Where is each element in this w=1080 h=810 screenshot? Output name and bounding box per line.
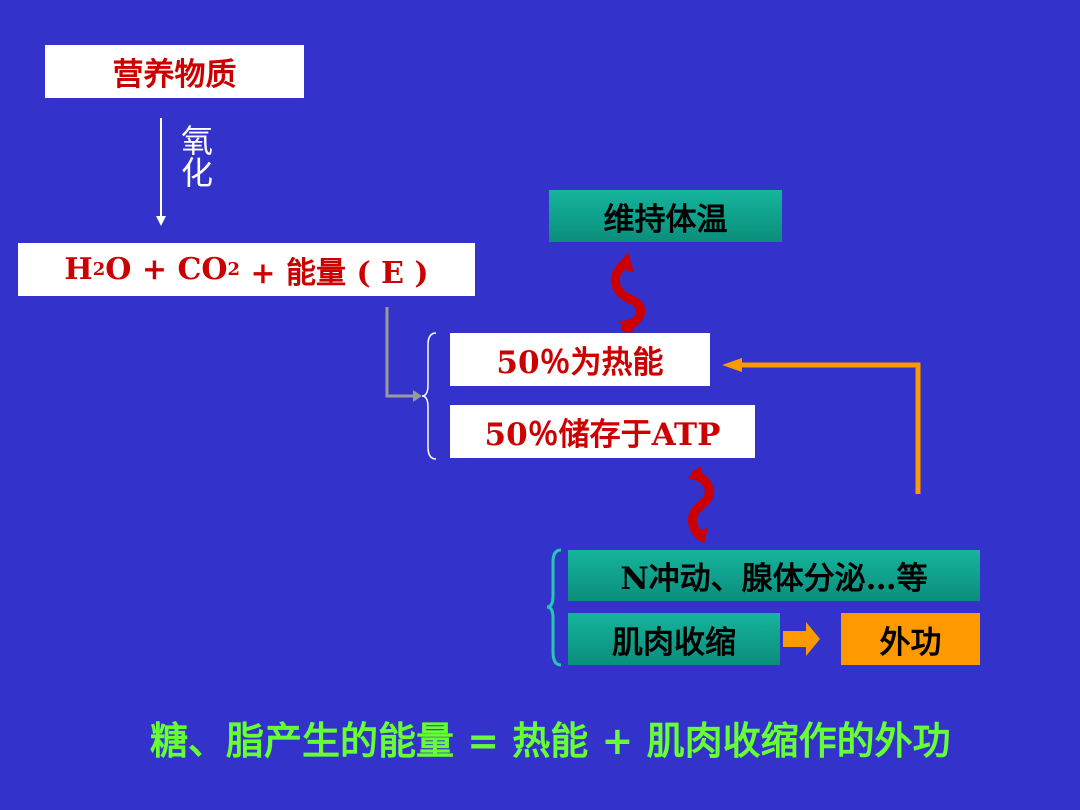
nutrients-box: 营养物质 <box>45 45 304 98</box>
muscle-contraction-label: 肌肉收缩 <box>612 624 736 661</box>
nerve-gland-box: N冲动、腺体分泌…等 <box>568 550 980 601</box>
external-work-label: 外功 <box>879 624 942 661</box>
work-to-heat-arrow <box>722 358 921 494</box>
products-energy: + 能量 ( E ) <box>239 255 429 291</box>
nerve-gland-label: N冲动、腺体分泌…等 <box>620 561 928 597</box>
split-arrow <box>385 307 422 402</box>
products-h: H <box>64 252 93 287</box>
nutrients-label: 营养物质 <box>112 57 237 93</box>
summary-equation: 糖、脂产生的能量 = 热能 + 肌肉收缩作的外功 <box>150 719 951 763</box>
heat-half-label: 50％为热能 <box>496 345 664 381</box>
atp-output-curved-arrow <box>688 466 714 544</box>
muscle-contraction-box: 肌肉收缩 <box>568 613 780 665</box>
heat-half-box: 50％为热能 <box>450 333 710 386</box>
heat-atp-brace <box>421 332 437 460</box>
products-h-subscript: 2 <box>92 259 106 280</box>
oxidation-arrow <box>156 118 166 226</box>
oxidation-label: 氧化 <box>176 124 214 188</box>
heat-temp-curved-arrow <box>611 252 646 334</box>
atp-half-box: 50％储存于ATP <box>450 405 755 458</box>
products-o-co: O + CO <box>105 252 228 287</box>
muscle-to-work-arrow <box>783 622 820 656</box>
body-temperature-label: 维持体温 <box>603 201 728 238</box>
products-co-subscript: 2 <box>227 259 240 280</box>
output-brace <box>546 548 562 667</box>
atp-half-label: 50％储存于ATP <box>484 417 721 453</box>
external-work-box: 外功 <box>841 613 980 665</box>
body-temperature-box: 维持体温 <box>549 190 782 242</box>
